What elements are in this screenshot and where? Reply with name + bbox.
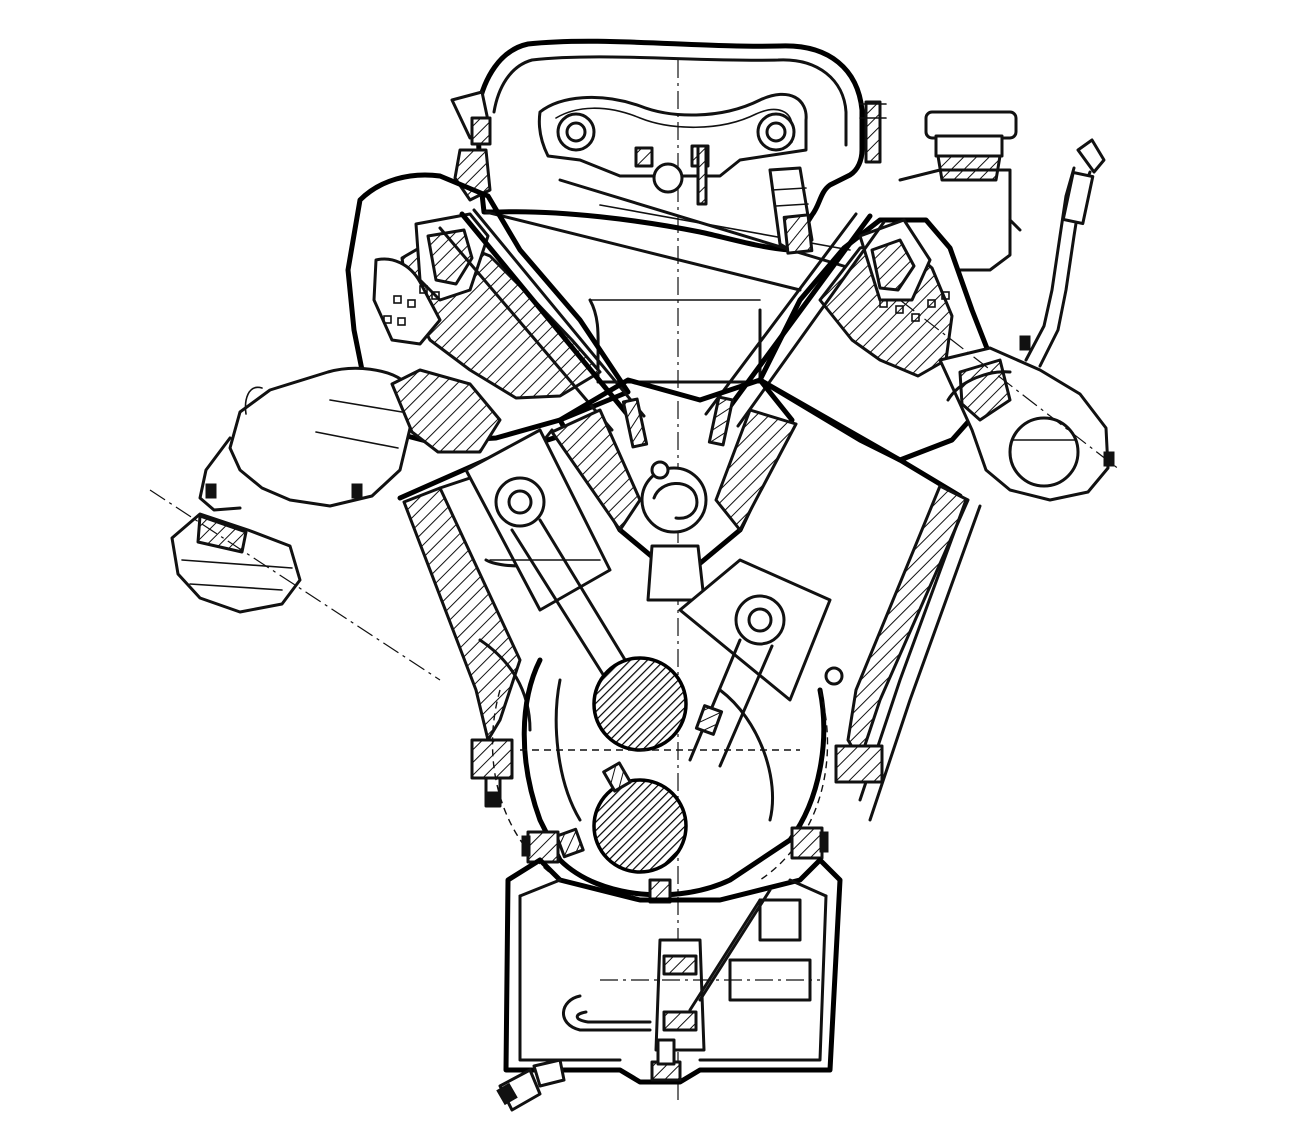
main-bearing-bolts — [521, 826, 829, 864]
right-exhaust-manifold — [899, 299, 1121, 502]
oil-filler-cap — [898, 110, 1022, 272]
plenum-right-flange — [859, 100, 887, 164]
right-piston-rod — [678, 558, 832, 768]
center-camshaft — [550, 377, 798, 602]
left-piston-rod — [464, 428, 632, 678]
crankshaft — [491, 656, 829, 904]
plenum-left-flange — [450, 90, 492, 202]
oil-sump — [496, 857, 843, 1112]
dipstick-tube — [1024, 138, 1106, 368]
right-block-wall — [757, 377, 982, 822]
right-spring-marks — [879, 291, 950, 322]
intake-plenum — [475, 38, 865, 384]
fuel-injector-right — [768, 166, 814, 255]
left-exhaust-manifold — [149, 366, 502, 681]
plenum-bolts — [556, 112, 796, 206]
left-cylinder-head — [345, 172, 646, 445]
left-spring-marks — [383, 285, 440, 326]
